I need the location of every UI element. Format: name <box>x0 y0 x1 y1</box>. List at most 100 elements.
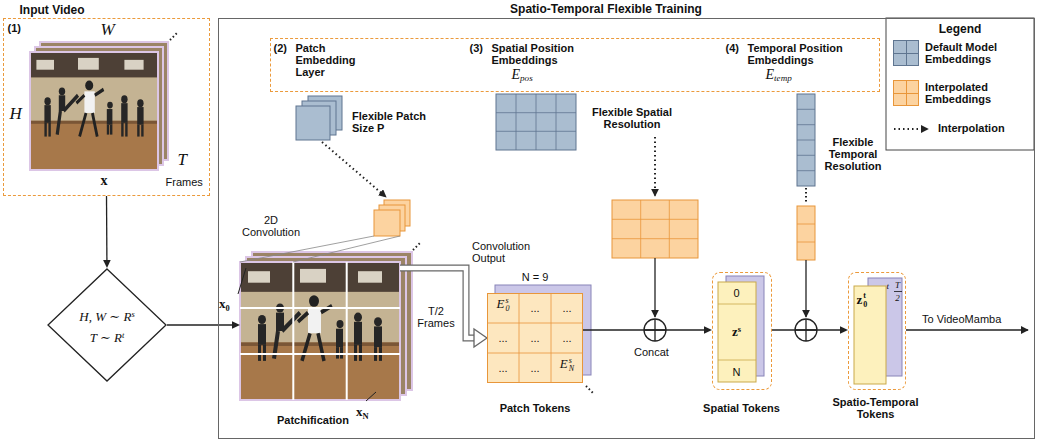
text-group: Etemp <box>766 66 792 88</box>
patch-embedding-kernels-part <box>296 106 330 140</box>
subscript: N <box>363 411 369 421</box>
patch-embedding-kernels-part <box>240 236 400 262</box>
token-cards-part <box>854 286 886 384</box>
variable-label: x <box>101 173 108 188</box>
embedding-group: (2)Patch Embedding Layer(3)Spatial Posit… <box>270 38 880 92</box>
connector <box>167 321 240 329</box>
temporal-embedding-columns-part <box>805 260 806 317</box>
output-arrow-part <box>906 329 1028 330</box>
legend-text: Interpolation <box>938 122 1005 134</box>
token-index: N <box>733 366 741 378</box>
table-cell: ... <box>530 362 539 374</box>
text-group: Default Model Embeddings <box>925 41 1031 65</box>
arrowhead <box>704 326 712 334</box>
patchified-video: 2D Convolutionx0xNT/2 FramesPatchificati… <box>240 262 400 400</box>
table-cell: ... <box>562 302 571 314</box>
patch-token-grid: N = 9Es0.....................EsNPatch To… <box>487 293 583 383</box>
annotation: Flexible Temporal Resolution <box>825 136 882 172</box>
patchified-frames-part <box>238 268 246 294</box>
text-group: Flexible Patch Size P <box>352 110 430 134</box>
superscript: s <box>738 324 741 334</box>
text-group: x0 <box>219 296 230 316</box>
text-group: Patch Tokens <box>482 402 588 414</box>
superscript: t <box>863 292 867 300</box>
text-group: Spatio-Temporal Flexible Training <box>430 2 782 16</box>
caption-label: Spatio-Temporal Tokens <box>833 396 919 420</box>
diamond-shape <box>48 269 166 381</box>
dimension-label: H <box>10 104 22 123</box>
arrowhead <box>840 326 848 334</box>
connector-line <box>583 329 704 330</box>
token-cards-part <box>586 386 594 394</box>
token-cards-part <box>487 293 583 383</box>
legend-box-part <box>894 128 928 130</box>
text-group: Epos <box>512 66 533 88</box>
text-group: ... <box>487 362 519 374</box>
temporal-embedding-columns-part <box>797 224 815 242</box>
text-group: Spatial Tokens <box>696 402 788 414</box>
spatial-embedding-grids-part <box>654 137 656 196</box>
patchified-frames-part <box>240 262 400 400</box>
script-stack: t0 <box>863 292 867 308</box>
dimension-label: W <box>101 20 115 39</box>
arrowhead <box>232 321 240 329</box>
input-video-frames <box>30 32 178 170</box>
legend-box <box>886 18 1034 150</box>
subscript: temp <box>774 73 792 83</box>
text-group: zs <box>718 322 756 339</box>
text-group: Flexible Temporal Resolution <box>821 136 885 172</box>
text-group: Frames <box>166 176 203 188</box>
text-group: (2) <box>274 42 287 54</box>
text-group: (3) <box>470 42 483 54</box>
legend-swatch <box>893 80 919 106</box>
legend-text: Interpolated Embeddings <box>925 81 991 105</box>
temporal-embedding-columns-part <box>797 206 815 260</box>
patchified-frames <box>238 242 421 401</box>
text-group: N <box>718 366 756 378</box>
caption-label: Patch Tokens <box>500 402 571 414</box>
text-group: To VideoMamba <box>922 313 1001 325</box>
superscript: t <box>887 281 890 291</box>
text-group: Input Video <box>20 3 85 17</box>
spatial-embedding-grids-part <box>612 200 698 258</box>
patchified-frames-part <box>240 262 400 400</box>
text-group: 2 <box>894 293 902 303</box>
diamond-outline <box>47 268 167 382</box>
superscript: t <box>122 330 124 340</box>
subscript: pos <box>520 73 533 83</box>
connector <box>400 268 487 347</box>
text-group: ... <box>519 362 551 374</box>
text-group: T ∼ Rt <box>47 327 167 346</box>
fraction-part: T <box>895 280 900 290</box>
text-group: (1) <box>8 22 21 34</box>
text-group: T <box>178 150 187 169</box>
patch-embedding-kernels-part <box>374 210 400 236</box>
edge-label: Convolution Output <box>472 240 530 264</box>
symbol-label: E <box>766 67 775 82</box>
legend-swatch <box>893 40 919 66</box>
temporal-embedding-columns-part <box>797 94 815 186</box>
output-label: To VideoMamba <box>922 313 1001 325</box>
input-video-frames-part <box>30 52 158 170</box>
annotation: Flexible Spatial Resolution <box>592 106 672 130</box>
text-group: ... <box>519 302 551 314</box>
token-label: E <box>560 356 568 371</box>
arrowhead <box>103 260 111 268</box>
table-cell: ... <box>530 332 539 344</box>
connector-outline <box>400 268 474 338</box>
spatial-token-group: 0zsNSpatial Tokens <box>712 272 772 390</box>
component-label: 2D Convolution <box>242 214 300 238</box>
variable-label: x <box>356 404 363 419</box>
callout-number: (4) <box>726 42 739 54</box>
input-video-frames-part <box>170 32 178 40</box>
legend-heading: Legend <box>939 22 982 36</box>
text-group: 0 <box>718 287 756 299</box>
table-cell: ... <box>498 362 507 374</box>
dimension-label: Frames <box>166 176 203 188</box>
subscript: N <box>569 365 574 373</box>
token-label: E <box>497 296 505 311</box>
patch-embedding-kernels-part <box>322 142 386 197</box>
text-group: Interpolation <box>938 122 1005 134</box>
